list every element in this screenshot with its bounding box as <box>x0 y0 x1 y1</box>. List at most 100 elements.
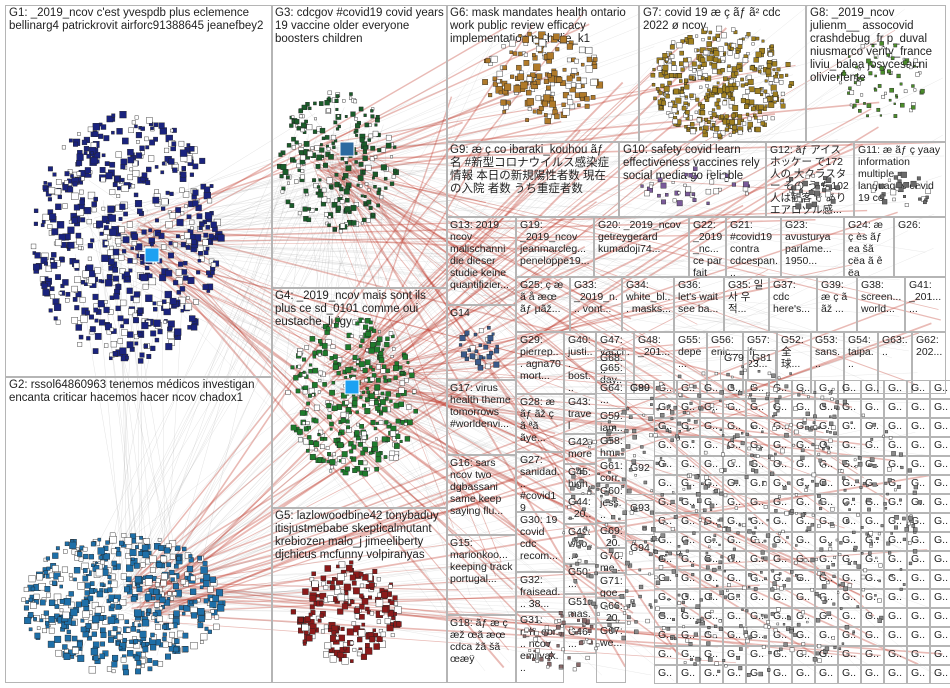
group-label-g62: G62: 202... <box>916 334 943 358</box>
small-group-label: G... <box>819 648 835 665</box>
small-group-cell: G... <box>746 494 769 513</box>
small-group-cell: G... <box>907 513 930 532</box>
group-cell-g9: G9: æ ç co ibaraki_kouhou ãƒ 名 #新型コロナウイル… <box>446 142 619 217</box>
small-group-cell: G... <box>723 513 746 532</box>
small-group-cell: G... <box>792 627 815 646</box>
group-label-g61: G61: corr... <box>600 460 623 483</box>
small-group-cell: G... <box>654 418 677 437</box>
small-group-label: G... <box>842 515 858 532</box>
group-label-g52: G52: 全球... <box>781 334 808 370</box>
small-group-label: G... <box>658 458 674 475</box>
small-group-cell: G... <box>700 551 723 570</box>
small-group-label: G... <box>773 439 789 456</box>
small-group-label: G... <box>796 515 812 532</box>
small-group-cell: G... <box>792 570 815 589</box>
small-group-label: G... <box>819 572 835 589</box>
small-group-cell: G... <box>677 589 700 608</box>
small-group-label: G... <box>750 382 766 399</box>
small-group-label: G... <box>911 610 927 627</box>
small-group-label: G... <box>934 553 950 570</box>
small-group-label: G... <box>934 477 950 494</box>
group-cell-g38: G38: screen... world... <box>857 277 905 332</box>
small-group-label: G... <box>934 572 950 589</box>
group-label-g26: G26: <box>898 219 943 231</box>
small-group-label: G... <box>727 667 743 684</box>
small-group-label: G... <box>704 458 720 475</box>
small-group-label: G... <box>658 534 674 551</box>
small-group-cell: G... <box>930 608 950 627</box>
small-group-cell: G... <box>700 475 723 494</box>
small-group-cell: G... <box>746 570 769 589</box>
small-group-cell: G... <box>838 513 861 532</box>
group-cell-g44: G44: _20... <box>564 494 596 524</box>
small-group-cell: G... <box>861 380 884 399</box>
small-group-label: G... <box>658 477 674 494</box>
group-label-g44: G44: _20... <box>568 496 593 524</box>
group-label-g5: G5: lazlowoodbine42 tonybaduy itisjustme… <box>275 510 445 562</box>
small-group-label: G... <box>681 667 697 684</box>
small-group-cell: G... <box>815 494 838 513</box>
small-group-cell: G... <box>884 513 907 532</box>
small-group-label: G... <box>888 591 904 608</box>
small-group-label: G... <box>911 458 927 475</box>
group-cell-g8: G8: _2019_ncov julienm__ assocovid crash… <box>806 5 946 142</box>
small-group-cell: G... <box>677 627 700 646</box>
small-group-label: G... <box>865 420 881 437</box>
small-group-cell: G... <box>838 646 861 665</box>
group-cell-g43: G43: travel rece... <box>564 394 596 434</box>
small-group-label: G... <box>911 629 927 646</box>
small-group-label: G... <box>773 420 789 437</box>
small-group-cell: G... <box>723 646 746 665</box>
small-group-label: G... <box>704 515 720 532</box>
small-group-label: G... <box>773 401 789 418</box>
small-group-cell: G... <box>700 418 723 437</box>
group-cell-g33: G33: _2019_n... vont... <box>570 277 622 332</box>
small-group-label: G... <box>865 458 881 475</box>
small-group-cell: G... <box>746 399 769 418</box>
small-group-cell: G... <box>723 399 746 418</box>
small-group-label: G... <box>681 458 697 475</box>
small-group-label: G... <box>911 572 927 589</box>
small-group-label: G... <box>773 648 789 665</box>
group-cell-g70: G70: me... <box>596 548 626 573</box>
small-group-label: G... <box>750 420 766 437</box>
group-cell-g25: G25: ç æ ã å æœ ãƒ µãž... <box>516 277 570 332</box>
small-group-cell: G... <box>654 570 677 589</box>
small-group-cell: G... <box>930 627 950 646</box>
small-group-label: G... <box>750 610 766 627</box>
small-group-label: G... <box>681 496 697 513</box>
small-group-cell: G... <box>723 627 746 646</box>
small-group-label: G... <box>773 667 789 684</box>
small-group-cell: G... <box>677 513 700 532</box>
small-group-cell: G... <box>654 608 677 627</box>
small-group-cell: G... <box>815 551 838 570</box>
small-group-label: G... <box>704 534 720 551</box>
small-group-cell: G... <box>815 627 838 646</box>
group-label-g14: G14 <box>450 307 513 319</box>
small-group-label: G... <box>819 420 835 437</box>
small-group-label: G... <box>842 496 858 513</box>
small-group-cell: G... <box>907 532 930 551</box>
small-group-cell: G... <box>861 418 884 437</box>
small-group-cell: G... <box>815 399 838 418</box>
small-group-label: G... <box>704 572 720 589</box>
small-group-cell: G... <box>838 532 861 551</box>
group-cell-g30: G30: 19 covid cdc recom... <box>516 512 564 572</box>
group-label-g60: G60: jess... <box>600 485 623 521</box>
small-group-cell: G... <box>723 494 746 513</box>
group-label-g6: G6: mask mandates health ontario work pu… <box>450 7 636 46</box>
small-group-label: G... <box>750 534 766 551</box>
small-group-cell: G... <box>884 532 907 551</box>
small-group-label: G... <box>796 553 812 570</box>
group-label-g36: G36: let's wait see ba... <box>678 279 721 315</box>
group-cell-g79: G79 <box>720 350 748 380</box>
small-group-label: G... <box>865 515 881 532</box>
small-group-label: G... <box>888 477 904 494</box>
small-group-cell: G... <box>746 608 769 627</box>
small-group-label: G... <box>819 515 835 532</box>
small-group-cell: G... <box>815 608 838 627</box>
small-group-label: G... <box>911 648 927 665</box>
small-group-label: G... <box>681 401 697 418</box>
small-group-label: G... <box>842 610 858 627</box>
group-cell-g40: G40: justi... bost... <box>564 332 596 394</box>
